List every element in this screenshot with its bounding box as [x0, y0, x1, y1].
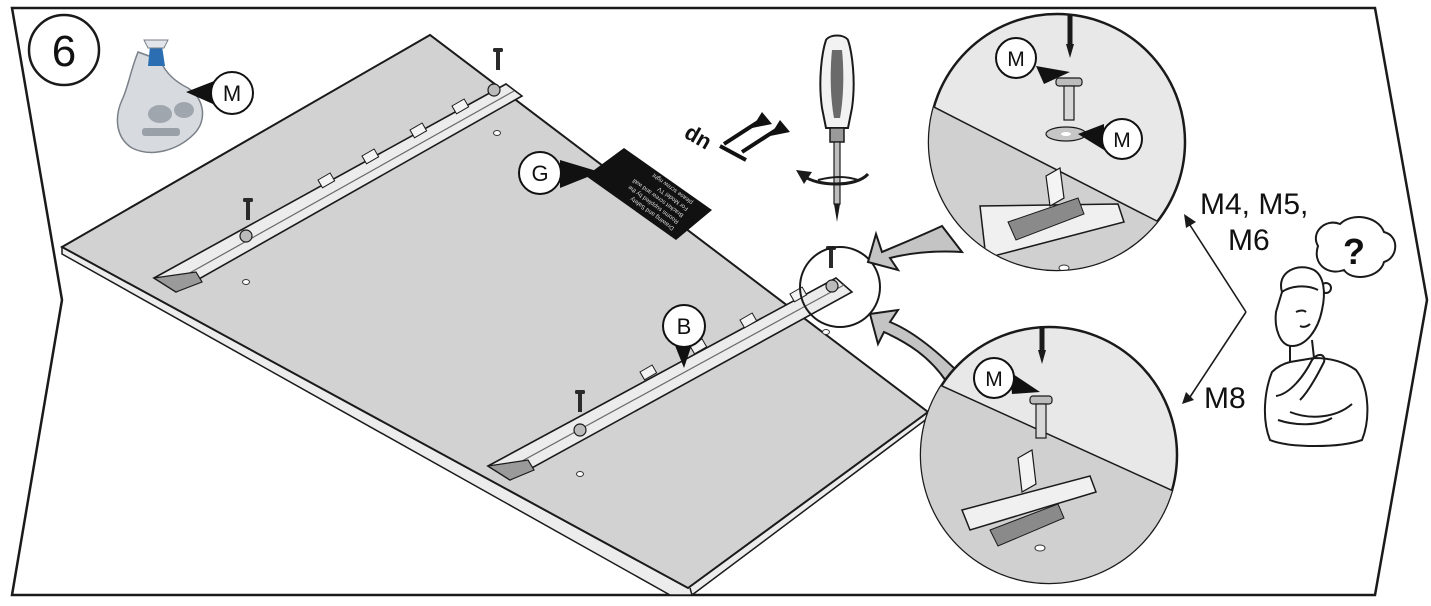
size-line-3: M8: [1204, 382, 1246, 415]
detail-top-washer-pointer: M: [1078, 118, 1143, 160]
bag-label-pointer: M: [186, 71, 254, 115]
detail-top-washer-label: M: [1113, 129, 1131, 152]
size-line-1: M4, M5,: [1200, 188, 1308, 221]
detail-bottom-screw-label: M: [985, 368, 1003, 391]
detail-top: M M: [927, 12, 1187, 272]
step-number: 6: [52, 27, 76, 76]
label-b-pointer: B: [662, 304, 706, 368]
label-b: B: [677, 314, 692, 339]
label-g: G: [531, 161, 548, 186]
label-g-pointer: G: [518, 151, 600, 195]
up-arrows: [719, 112, 790, 162]
detail-top-screw-label: M: [1007, 48, 1025, 71]
highlight-circle: [799, 246, 881, 328]
detail-bottom: M: [919, 325, 1179, 585]
upper-rail: [152, 83, 524, 293]
screw-holes: [242, 130, 830, 477]
screwdriver-icon: [819, 34, 855, 222]
bag-label: M: [223, 81, 241, 106]
thinking-person: [1263, 216, 1397, 447]
step-badge: 6: [27, 13, 101, 87]
rotate-arrow-icon: [796, 170, 870, 186]
size-bracket-lines: [1182, 214, 1247, 404]
hardware-bag: [116, 39, 204, 154]
detail-top-screw-pointer: M: [995, 37, 1070, 84]
size-line-2: M6: [1228, 224, 1270, 257]
callout-arrows: [866, 224, 965, 386]
thought-question-mark: ?: [1343, 231, 1365, 272]
detail-bottom-screw-pointer: M: [973, 357, 1040, 399]
lower-rail: [486, 277, 854, 481]
screws: [243, 48, 836, 412]
